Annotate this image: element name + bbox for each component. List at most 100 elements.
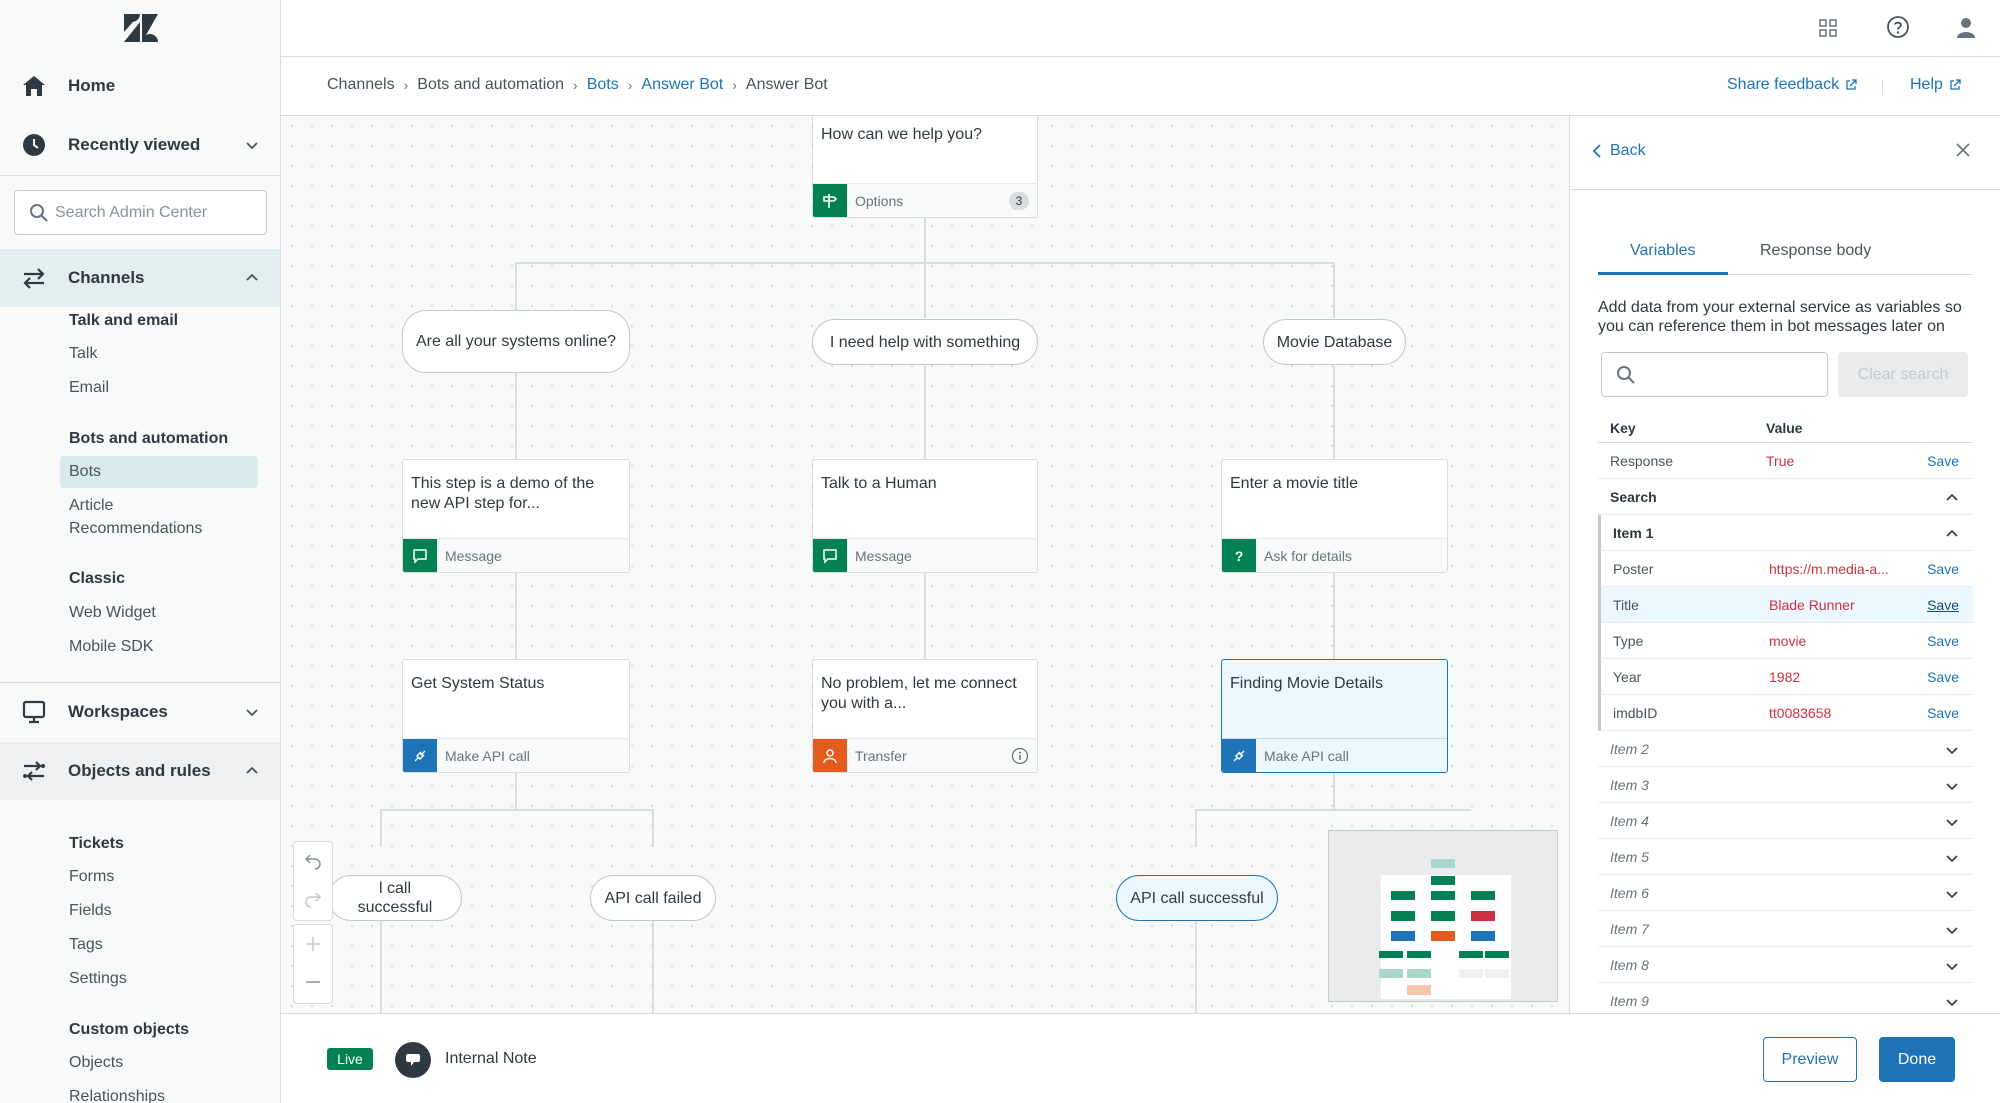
undo-icon[interactable] — [294, 842, 332, 880]
step-transfer[interactable]: No problem, let me connect you with a...… — [812, 659, 1038, 773]
nav-bots-selected[interactable] — [60, 456, 258, 488]
option-movie-database[interactable]: Movie Database — [1263, 319, 1406, 365]
group-item-3[interactable]: Item 3 — [1598, 767, 1973, 803]
question-mark-icon: ? — [1222, 539, 1256, 572]
group-item-2[interactable]: Item 2 — [1598, 731, 1973, 767]
step-movie-title[interactable]: Enter a movie title ? Ask for details — [1221, 459, 1448, 573]
admin-search-input[interactable] — [55, 199, 260, 226]
group-label: Item 6 — [1610, 885, 1649, 901]
info-icon[interactable] — [1011, 747, 1029, 765]
option-need-help[interactable]: I need help with something — [812, 319, 1038, 365]
nav-recently-viewed-label: Recently viewed — [68, 135, 201, 154]
step-start-options[interactable]: How can we help you? Options 3 — [812, 116, 1038, 218]
group-item-7[interactable]: Item 7 — [1598, 911, 1973, 947]
nav-objects-rules[interactable]: Objects and rules — [0, 742, 280, 800]
group-item-9[interactable]: Item 9 — [1598, 983, 1973, 1013]
chevron-right-icon: › — [403, 77, 409, 93]
breadcrumb-bar: Channels › Bots and automation › Bots › … — [281, 57, 2000, 116]
flow-canvas[interactable]: How can we help you? Options 3 Are all y… — [282, 116, 1569, 1013]
group-item-5[interactable]: Item 5 — [1598, 839, 1973, 875]
nav-home-label: Home — [68, 76, 116, 95]
variable-key: Year — [1613, 669, 1642, 685]
clear-search-button[interactable]: Clear search — [1838, 352, 1968, 397]
nav-email[interactable]: Email — [69, 379, 110, 396]
tab-response-body[interactable]: Response body — [1760, 242, 1872, 259]
help-circle-icon[interactable] — [1886, 15, 1910, 39]
group-item-8[interactable]: Item 8 — [1598, 947, 1973, 983]
admin-sidebar: Home Recently viewed Channels Talk and e… — [0, 0, 281, 1103]
close-icon[interactable] — [1955, 142, 1971, 158]
step-demo-message[interactable]: This step is a demo of the new API step … — [402, 459, 630, 573]
step-talk-human[interactable]: Talk to a Human Message — [812, 459, 1038, 573]
zoom-out-icon[interactable] — [294, 963, 332, 1001]
step-transfer-text: No problem, let me connect you with a... — [821, 675, 1017, 712]
group-label: Item 3 — [1610, 777, 1649, 793]
step-get-system-status[interactable]: Get System Status Make API call — [402, 659, 630, 773]
branch-api-success-left[interactable]: l call successful — [328, 875, 462, 921]
apps-grid-icon[interactable] — [1819, 19, 1837, 37]
breadcrumb-bots-automation[interactable]: Bots and automation — [417, 76, 565, 93]
group-label: Item 2 — [1610, 741, 1649, 757]
help-link[interactable]: Help — [1910, 76, 1961, 94]
zoom-in-icon[interactable] — [294, 925, 332, 963]
nav-article-recommendations[interactable]: Article — [69, 497, 114, 514]
step-finding-movie-details[interactable]: Finding Movie Details Make API call — [1221, 659, 1448, 773]
save-link[interactable]: Save — [1927, 597, 1959, 613]
save-link[interactable]: Save — [1927, 453, 1959, 469]
nav-forms[interactable]: Forms — [69, 868, 115, 885]
preview-button[interactable]: Preview — [1763, 1037, 1857, 1082]
nav-workspaces[interactable]: Workspaces — [0, 683, 280, 741]
nav-fields[interactable]: Fields — [69, 902, 112, 919]
nav-mobile-sdk[interactable]: Mobile SDK — [69, 638, 154, 655]
step-human-text: Talk to a Human — [821, 475, 937, 492]
chevron-down-icon — [246, 142, 258, 150]
nav-talk[interactable]: Talk — [69, 345, 98, 362]
variables-search-field[interactable] — [1601, 352, 1828, 397]
group-search[interactable]: Search — [1598, 479, 1973, 515]
nav-channels[interactable]: Channels — [0, 249, 280, 307]
nav-home[interactable]: Home — [0, 57, 280, 115]
nav-tags[interactable]: Tags — [69, 936, 103, 953]
save-link[interactable]: Save — [1927, 633, 1959, 649]
breadcrumb-channels[interactable]: Channels — [327, 76, 395, 93]
variable-row-poster: Poster https://m.media-a... Save — [1598, 551, 1973, 587]
step-human-type: Message — [855, 548, 912, 564]
variables-search-input[interactable] — [1642, 361, 1817, 388]
breadcrumb-bots[interactable]: Bots — [586, 76, 619, 93]
chevron-up-icon — [246, 273, 258, 281]
back-link[interactable]: Back — [1592, 142, 1646, 160]
nav-objects[interactable]: Objects — [69, 1054, 124, 1071]
nav-relationships[interactable]: Relationships — [69, 1088, 166, 1103]
user-profile-icon[interactable] — [1954, 15, 1978, 39]
group-label: Item 7 — [1610, 921, 1649, 937]
breadcrumb-answer-bot[interactable]: Answer Bot — [641, 76, 724, 93]
save-link[interactable]: Save — [1927, 705, 1959, 721]
classic-header: Classic — [69, 570, 126, 587]
nav-bots[interactable]: Bots — [69, 463, 102, 480]
nav-recently-viewed[interactable]: Recently viewed — [0, 116, 280, 174]
nav-web-widget[interactable]: Web Widget — [69, 604, 156, 621]
group-item-6[interactable]: Item 6 — [1598, 875, 1973, 911]
zoom-controls — [293, 924, 333, 1004]
chevron-down-icon — [1946, 891, 1958, 899]
save-link[interactable]: Save — [1927, 561, 1959, 577]
clock-icon — [23, 134, 45, 156]
option-systems-online[interactable]: Are all your systems online? — [402, 310, 630, 373]
branch-api-success-right[interactable]: API call successful — [1116, 875, 1278, 921]
nav-settings[interactable]: Settings — [69, 970, 127, 987]
branch-api-failed[interactable]: API call failed — [590, 875, 716, 921]
group-label: Item 5 — [1610, 849, 1649, 865]
admin-search-field[interactable] — [14, 190, 267, 235]
tab-variables[interactable]: Variables — [1630, 242, 1696, 259]
done-button[interactable]: Done — [1879, 1037, 1955, 1082]
group-item-1[interactable]: Item 1 — [1598, 515, 1973, 551]
nav-article-recommendations-2[interactable]: Recommendations — [69, 520, 203, 537]
chevron-down-icon — [246, 709, 258, 717]
share-feedback-link[interactable]: Share feedback — [1727, 76, 1857, 94]
save-link[interactable]: Save — [1927, 669, 1959, 685]
flow-minimap[interactable] — [1328, 830, 1558, 1002]
external-link-icon — [1846, 79, 1857, 90]
redo-icon[interactable] — [294, 880, 332, 918]
variable-value: 1982 — [1769, 669, 1801, 685]
group-item-4[interactable]: Item 4 — [1598, 803, 1973, 839]
